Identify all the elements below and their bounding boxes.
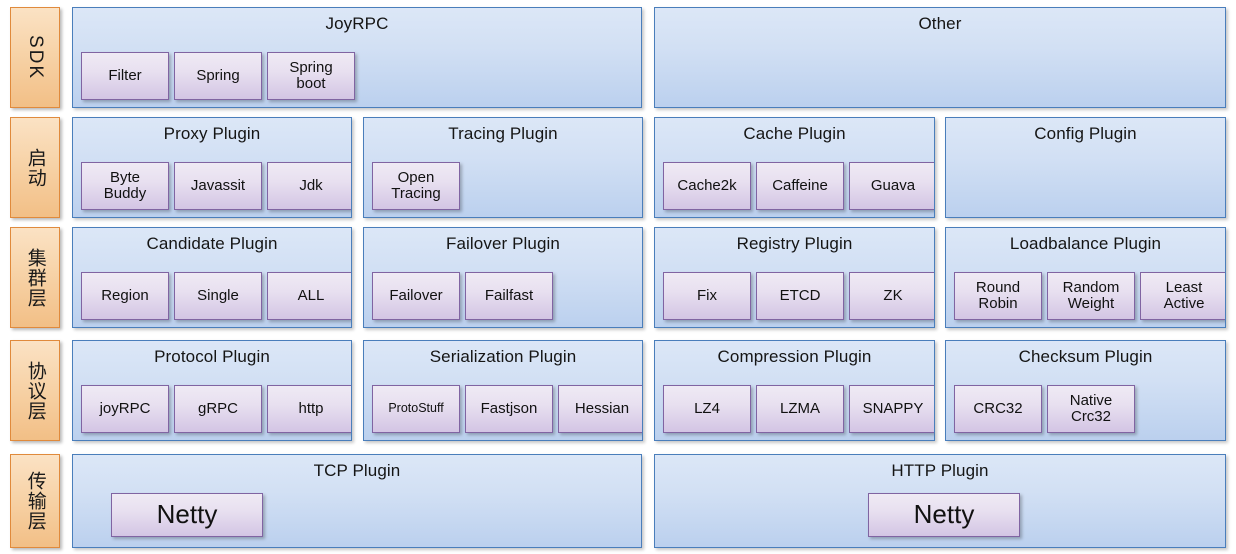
chip-guava[interactable]: Guava [849, 162, 934, 210]
chip-group-proxy-plugin: Byte Buddy Javassit Jdk [81, 162, 351, 210]
chip-open-tracing[interactable]: Open Tracing [372, 162, 460, 210]
panel-title-config-plugin: Config Plugin [1034, 124, 1137, 143]
chip-group-joyrpc: Filter Spring Spring boot [81, 52, 633, 100]
chip-grpc[interactable]: gRPC [174, 385, 262, 433]
panel-title-serialization-plugin: Serialization Plugin [429, 347, 577, 366]
chip-netty-tcp[interactable]: Netty [111, 493, 263, 537]
layer-label-protocol-text: 协议层 [24, 360, 46, 421]
chip-group-registry-plugin: Fix ETCD ZK [663, 272, 934, 320]
chip-group-tracing-plugin: Open Tracing [372, 162, 634, 210]
panel-title-cache-plugin: Cache Plugin [743, 124, 846, 143]
chip-round-robin[interactable]: Round Robin [954, 272, 1042, 320]
panel-failover-plugin[interactable]: Failover Plugin Failover Failfast [363, 227, 643, 328]
panel-protocol-plugin[interactable]: Protocol Plugin joyRPC gRPC http [72, 340, 352, 441]
chip-crc32[interactable]: CRC32 [954, 385, 1042, 433]
panel-joyrpc[interactable]: JoyRPC Filter Spring Spring boot [72, 7, 642, 108]
layer-label-startup-text: 启动 [24, 147, 46, 188]
panel-title-tcp-plugin: TCP Plugin [313, 461, 401, 480]
layer-label-sdk: SDK [10, 7, 60, 108]
panel-title-candidate-plugin: Candidate Plugin [146, 234, 278, 253]
panel-cache-plugin[interactable]: Cache Plugin Cache2k Caffeine Guava [654, 117, 935, 218]
chip-all[interactable]: ALL [267, 272, 351, 320]
chip-failover[interactable]: Failover [372, 272, 460, 320]
chip-group-checksum-plugin: CRC32 Native Crc32 [954, 385, 1217, 433]
chip-netty-http[interactable]: Netty [868, 493, 1020, 537]
chip-hessian[interactable]: Hessian [558, 385, 642, 433]
chip-zk[interactable]: ZK [849, 272, 934, 320]
chip-fastjson[interactable]: Fastjson [465, 385, 553, 433]
panel-http-plugin[interactable]: HTTP Plugin Netty [654, 454, 1226, 548]
chip-group-cache-plugin: Cache2k Caffeine Guava [663, 162, 934, 210]
panel-title-other: Other [918, 14, 962, 33]
panel-candidate-plugin[interactable]: Candidate Plugin Region Single ALL [72, 227, 352, 328]
panel-title-checksum-plugin: Checksum Plugin [1018, 347, 1153, 366]
panel-registry-plugin[interactable]: Registry Plugin Fix ETCD ZK [654, 227, 935, 328]
chip-http[interactable]: http [267, 385, 351, 433]
chip-single[interactable]: Single [174, 272, 262, 320]
panel-compression-plugin[interactable]: Compression Plugin LZ4 LZMA SNAPPY [654, 340, 935, 441]
layer-label-cluster: 集群层 [10, 227, 60, 328]
chip-group-failover-plugin: Failover Failfast [372, 272, 634, 320]
panel-loadbalance-plugin[interactable]: Loadbalance Plugin Round Robin Random We… [945, 227, 1226, 328]
chip-native-crc32[interactable]: Native Crc32 [1047, 385, 1135, 433]
chip-spring-boot[interactable]: Spring boot [267, 52, 355, 100]
panel-title-compression-plugin: Compression Plugin [717, 347, 872, 366]
chip-group-serialization-plugin: ProtoStuff Fastjson Hessian [372, 385, 642, 433]
chip-byte-buddy[interactable]: Byte Buddy [81, 162, 169, 210]
chip-group-candidate-plugin: Region Single ALL [81, 272, 351, 320]
chip-failfast[interactable]: Failfast [465, 272, 553, 320]
panel-title-failover-plugin: Failover Plugin [446, 234, 560, 253]
layer-label-sdk-text: SDK [25, 34, 46, 81]
chip-group-tcp-plugin: Netty [111, 493, 263, 537]
layer-label-transport-text: 传输层 [24, 471, 46, 531]
chip-group-protocol-plugin: joyRPC gRPC http [81, 385, 351, 433]
chip-caffeine[interactable]: Caffeine [756, 162, 844, 210]
panel-title-http-plugin: HTTP Plugin [891, 461, 989, 480]
chip-region[interactable]: Region [81, 272, 169, 320]
chip-joyrpc[interactable]: joyRPC [81, 385, 169, 433]
chip-snappy[interactable]: SNAPPY [849, 385, 934, 433]
chip-lz4[interactable]: LZ4 [663, 385, 751, 433]
layer-label-transport: 传输层 [10, 454, 60, 548]
panel-tracing-plugin[interactable]: Tracing Plugin Open Tracing [363, 117, 643, 218]
layer-label-startup: 启动 [10, 117, 60, 218]
panel-title-proxy-plugin: Proxy Plugin [163, 124, 261, 143]
chip-group-http-plugin: Netty [868, 493, 1020, 537]
panel-title-protocol-plugin: Protocol Plugin [154, 347, 270, 366]
chip-random-weight[interactable]: Random Weight [1047, 272, 1135, 320]
chip-fix[interactable]: Fix [663, 272, 751, 320]
layer-label-cluster-text: 集群层 [24, 247, 46, 308]
panel-config-plugin[interactable]: Config Plugin [945, 117, 1226, 218]
chip-protostuff[interactable]: ProtoStuff [372, 385, 460, 433]
chip-lzma[interactable]: LZMA [756, 385, 844, 433]
panel-checksum-plugin[interactable]: Checksum Plugin CRC32 Native Crc32 [945, 340, 1226, 441]
panel-tcp-plugin[interactable]: TCP Plugin Netty [72, 454, 642, 548]
chip-cache2k[interactable]: Cache2k [663, 162, 751, 210]
chip-spring[interactable]: Spring [174, 52, 262, 100]
panel-title-tracing-plugin: Tracing Plugin [448, 124, 558, 143]
panel-title-loadbalance-plugin: Loadbalance Plugin [1009, 234, 1162, 253]
chip-filter[interactable]: Filter [81, 52, 169, 100]
chip-least-active[interactable]: Least Active [1140, 272, 1225, 320]
panel-other[interactable]: Other [654, 7, 1226, 108]
panel-title-joyrpc: JoyRPC [325, 14, 389, 33]
chip-group-loadbalance-plugin: Round Robin Random Weight Least Active [954, 272, 1225, 320]
panel-serialization-plugin[interactable]: Serialization Plugin ProtoStuff Fastjson… [363, 340, 643, 441]
layer-label-protocol: 协议层 [10, 340, 60, 441]
panel-proxy-plugin[interactable]: Proxy Plugin Byte Buddy Javassit Jdk [72, 117, 352, 218]
chip-jdk[interactable]: Jdk [267, 162, 351, 210]
panel-title-registry-plugin: Registry Plugin [736, 234, 853, 253]
chip-group-compression-plugin: LZ4 LZMA SNAPPY [663, 385, 934, 433]
chip-etcd[interactable]: ETCD [756, 272, 844, 320]
chip-javassit[interactable]: Javassit [174, 162, 262, 210]
